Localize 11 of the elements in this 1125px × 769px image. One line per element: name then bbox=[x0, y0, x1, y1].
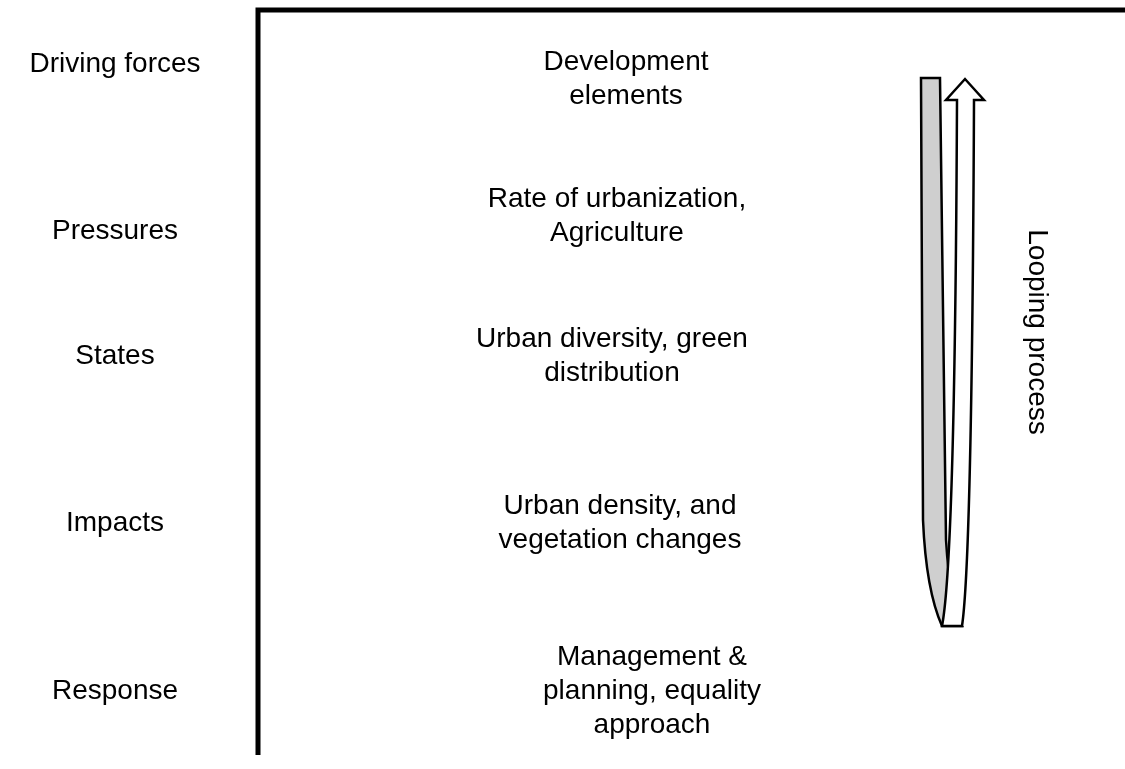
row-text: Urban diversity, green distribution bbox=[475, 321, 749, 389]
row-heading: Driving forces bbox=[28, 46, 202, 80]
row-heading: States bbox=[74, 338, 156, 372]
row-text: Management & planning, equality approach bbox=[542, 639, 762, 741]
row-heading: Impacts bbox=[65, 505, 165, 539]
row-text: Development elements bbox=[542, 44, 710, 112]
row-text: Rate of urbanization, Agriculture bbox=[486, 181, 748, 249]
row-heading: Response bbox=[50, 673, 180, 707]
row-heading: Pressures bbox=[50, 213, 179, 247]
side-label: Looping process bbox=[1022, 229, 1055, 435]
row-text: Urban density, and vegetation changes bbox=[497, 488, 743, 556]
